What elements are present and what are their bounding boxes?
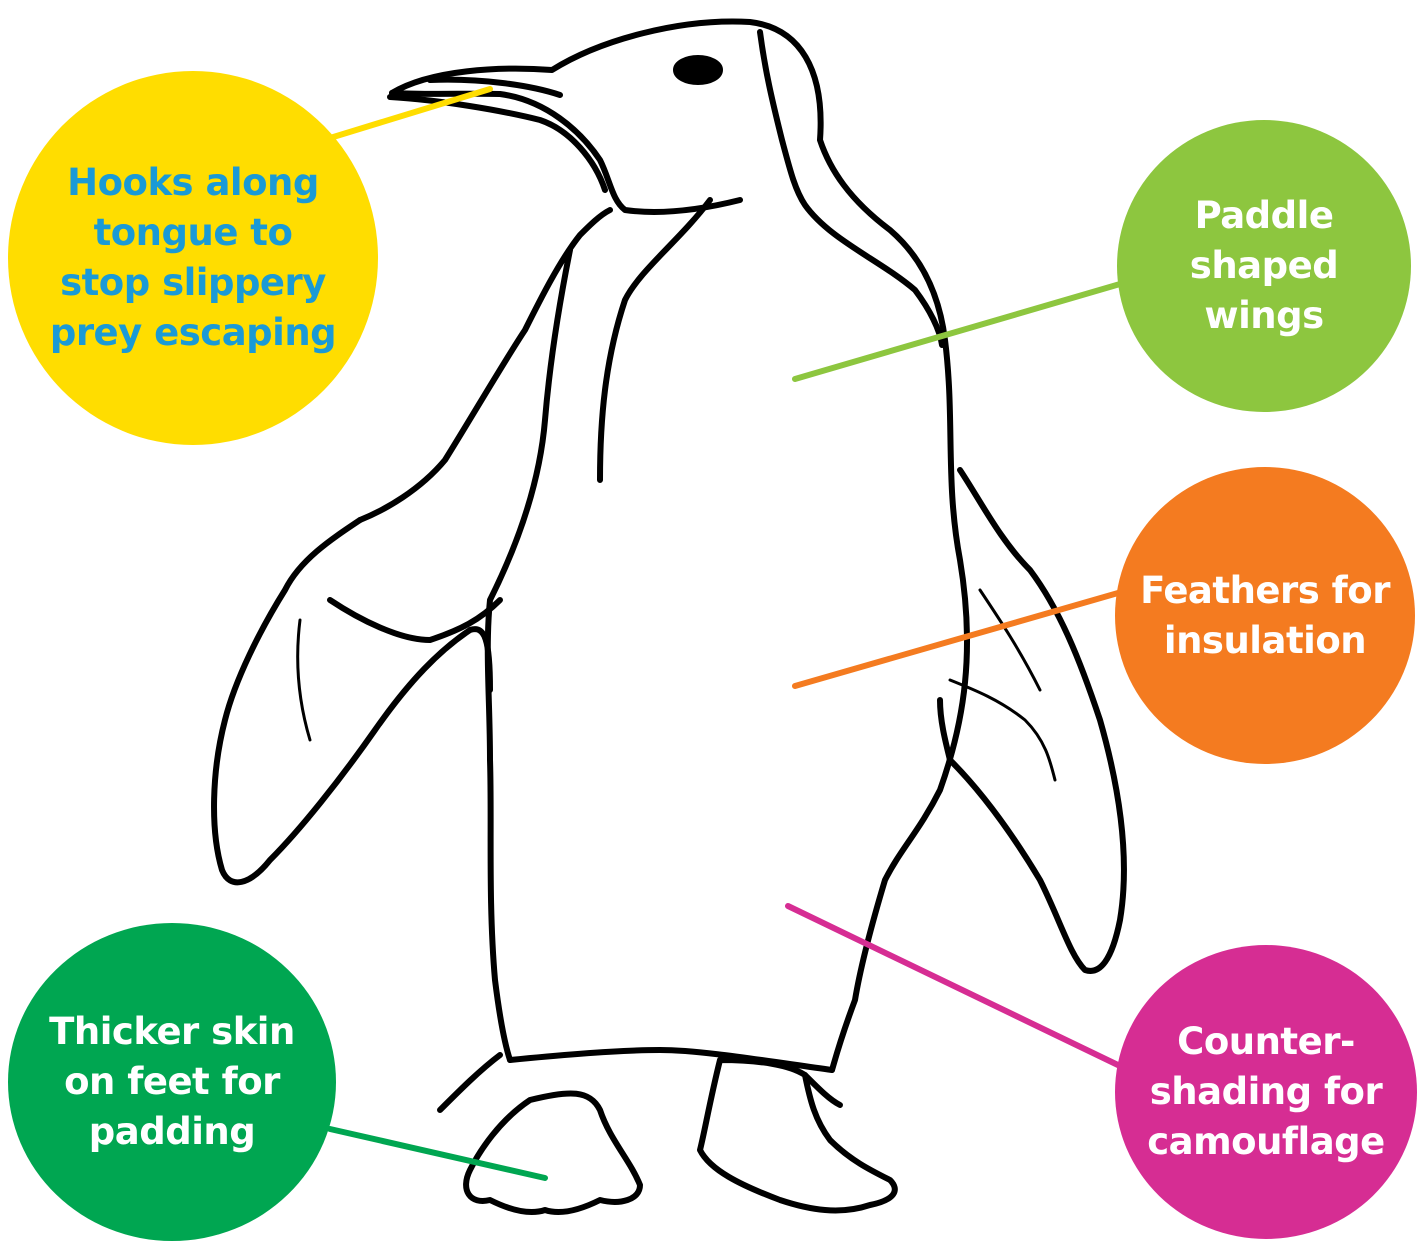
head-back-outline — [760, 32, 942, 345]
beak-outline — [392, 93, 740, 212]
left-wing-edge — [298, 620, 310, 740]
feathers-insulation-label: Feathers for insulation — [1133, 566, 1397, 666]
counter-shading-bubble: Counter-shading for camouflage — [1115, 945, 1417, 1239]
left-heel — [440, 1055, 500, 1110]
right-wing-outline — [940, 470, 1124, 971]
tongue-hooks-label: Hooks along tongue to stop slippery prey… — [45, 158, 341, 358]
left-wing-outline — [214, 520, 490, 882]
counter-shading-label: Counter-shading for camouflage — [1133, 1017, 1399, 1167]
feathers-insulation-bubble: Feathers for insulation — [1115, 467, 1415, 764]
right-wing-edge — [980, 590, 1040, 690]
thicker-skin-feet-label: Thicker skin on feet for padding — [41, 1007, 303, 1157]
left-foot-outline — [466, 1093, 640, 1212]
leader-line-wings — [795, 284, 1120, 379]
thicker-skin-feet-bubble: Thicker skin on feet for padding — [8, 923, 336, 1241]
paddle-wings-label: Paddle shaped wings — [1135, 191, 1394, 341]
right-foot-outline — [700, 1060, 895, 1210]
left-wing-inner — [330, 600, 500, 640]
eye — [676, 58, 720, 82]
penguin-head-outline — [392, 22, 967, 1070]
throat-outline — [360, 210, 610, 520]
leader-line-feet — [330, 1129, 545, 1178]
paddle-wings-bubble: Paddle shaped wings — [1117, 120, 1411, 412]
chest-line — [600, 200, 710, 480]
tongue-hooks-bubble: Hooks along tongue to stop slippery prey… — [8, 71, 378, 445]
